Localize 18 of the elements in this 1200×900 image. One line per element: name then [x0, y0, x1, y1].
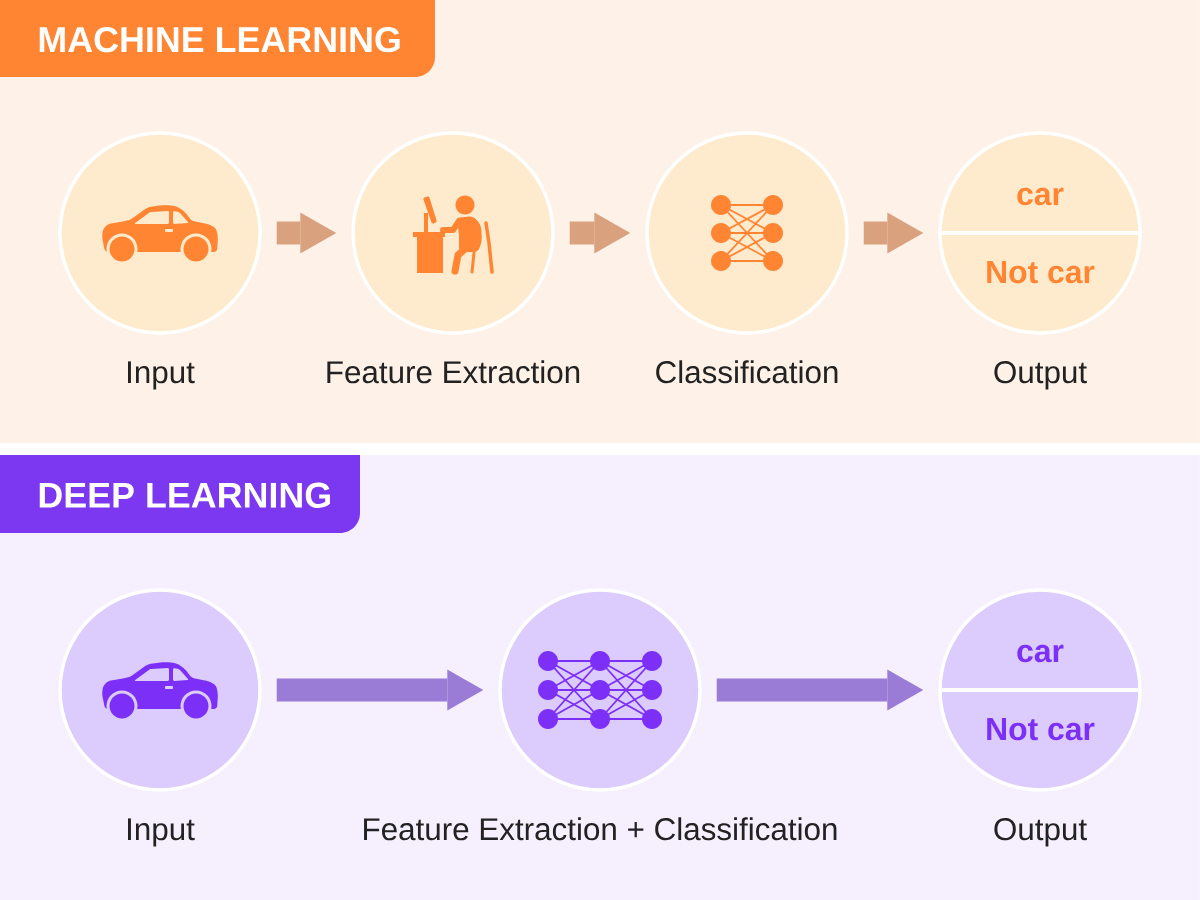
class-label: car [1017, 644, 1064, 663]
class-label: car [1017, 187, 1064, 206]
node-label: Feature Extraction + Classification [364, 817, 837, 841]
class-label: Not car [987, 718, 1095, 741]
arrow [863, 212, 924, 254]
node-label: Classification [656, 360, 838, 384]
arrow [276, 669, 484, 711]
node-label: Input [128, 818, 195, 847]
node-label: Output [994, 818, 1087, 847]
node-label: Feature Extraction [327, 360, 580, 384]
section-tab: DEEP LEARNING [0, 455, 360, 533]
class-label: Not car [987, 261, 1095, 284]
arrow [276, 212, 337, 254]
section-tab: MACHINE LEARNING [0, 0, 435, 77]
node-label: Input [128, 361, 195, 390]
node-label: Output [994, 361, 1087, 390]
arrow [716, 669, 924, 711]
arrow [569, 212, 631, 254]
